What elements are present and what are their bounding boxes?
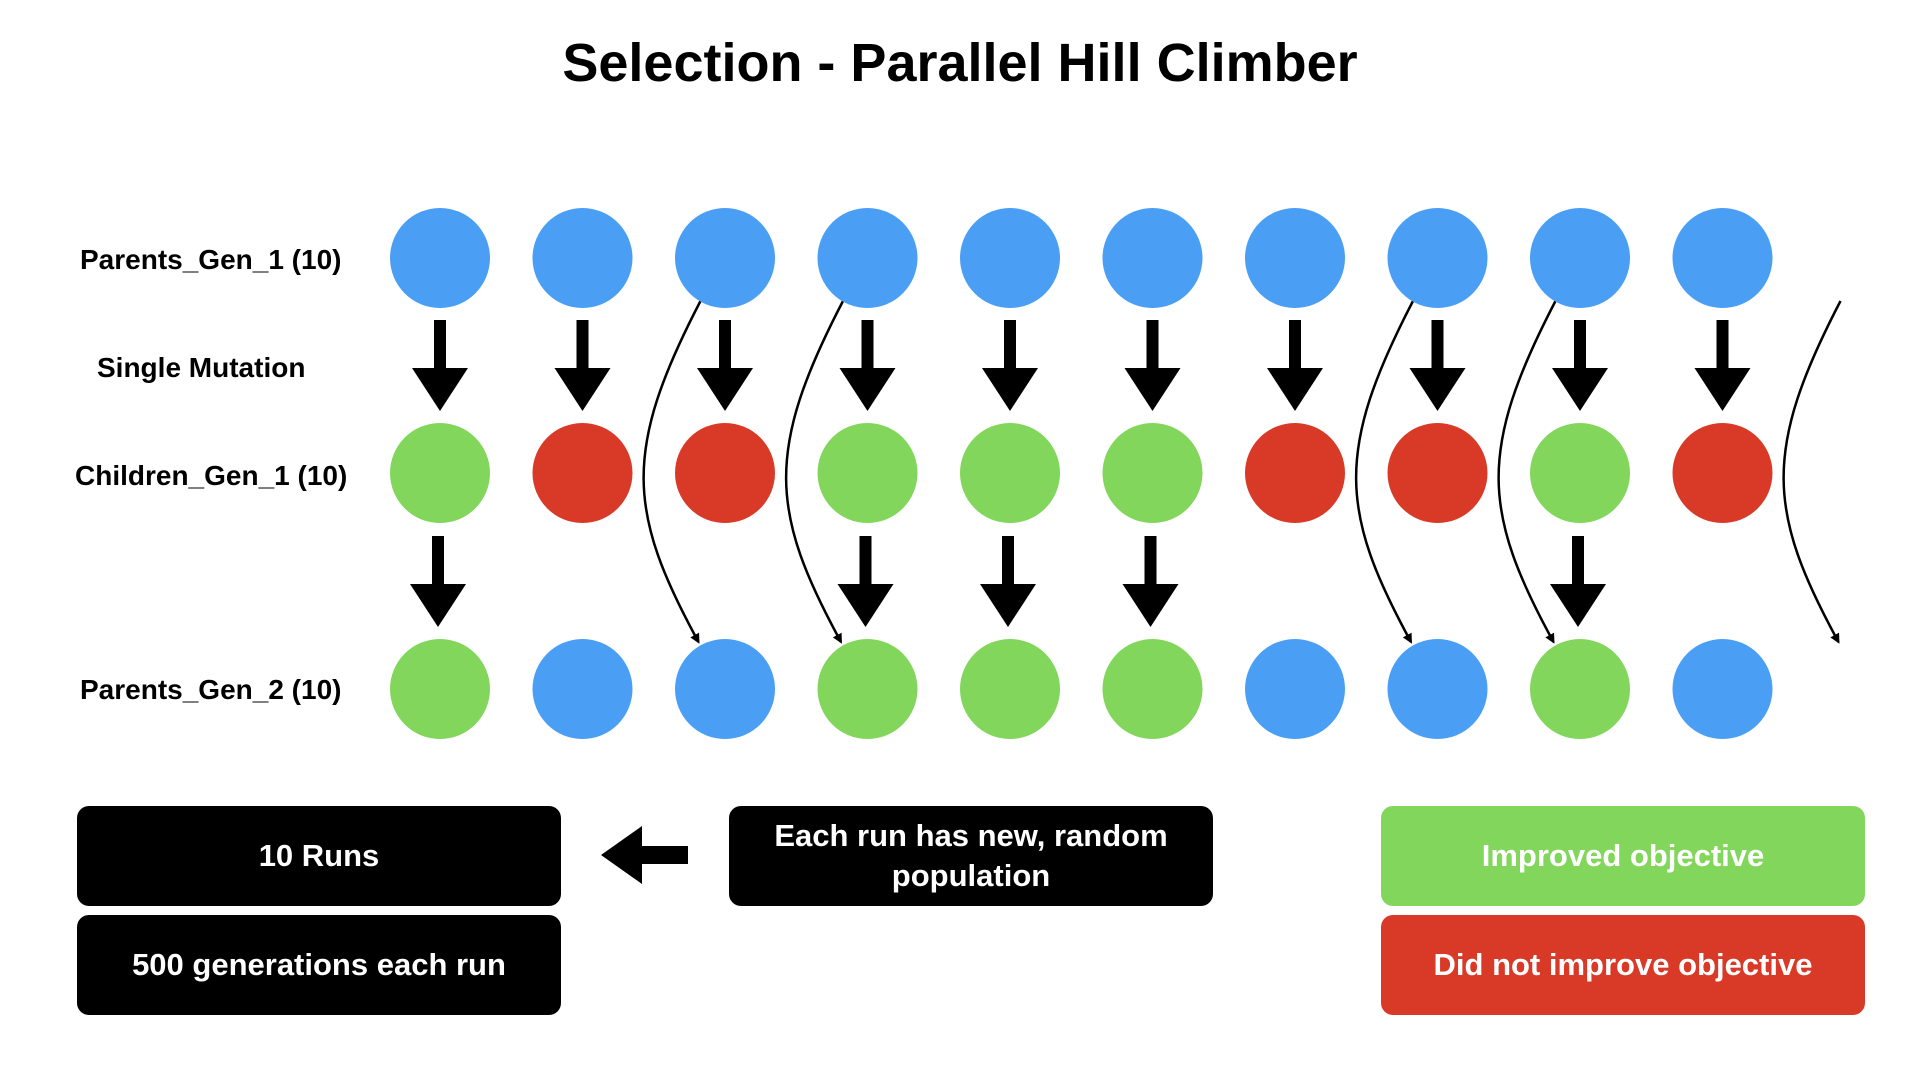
new-population-box: Each run has new, random population bbox=[729, 806, 1213, 906]
parent-gen2-node-8 bbox=[1387, 639, 1488, 739]
mutation-arrow-3 bbox=[697, 320, 753, 411]
selection-arrow-5 bbox=[980, 536, 1036, 627]
parent-gen1-node-10 bbox=[1672, 208, 1773, 308]
parent-carryover-arrow-3 bbox=[642, 300, 702, 644]
parent-gen2-node-5 bbox=[960, 639, 1060, 739]
parent-gen1-node-7 bbox=[1245, 208, 1345, 308]
child-gen1-node-5 bbox=[960, 423, 1060, 523]
child-gen1-node-6 bbox=[1102, 423, 1203, 523]
parent-carryover-arrow-11 bbox=[1782, 300, 1842, 644]
mutation-arrow-8 bbox=[1409, 320, 1466, 411]
parent-gen2-node-6 bbox=[1102, 639, 1203, 739]
child-gen1-node-10 bbox=[1672, 423, 1773, 523]
label-parents-gen-1: Parents_Gen_1 (10) bbox=[80, 244, 342, 275]
parent-gen2-node-4 bbox=[817, 639, 918, 739]
runs-box: 10 Runs bbox=[77, 806, 561, 906]
parent-gen2-node-7 bbox=[1245, 639, 1345, 739]
parent-carryover-arrow-4 bbox=[784, 300, 845, 644]
parent-gen2-node-3 bbox=[675, 639, 775, 739]
parent-carryover-arrow-8 bbox=[1354, 300, 1415, 644]
parent-carryover-arrow-9 bbox=[1497, 300, 1557, 644]
diagram-title: Selection - Parallel Hill Climber bbox=[562, 33, 1358, 93]
generations-box: 500 generations each run bbox=[77, 915, 561, 1015]
child-gen1-node-3 bbox=[675, 423, 775, 523]
parent-gen1-node-1 bbox=[390, 208, 490, 308]
child-gen1-node-4 bbox=[817, 423, 918, 523]
parent-gen2-node-2 bbox=[532, 639, 633, 739]
parent-gen2-node-10 bbox=[1672, 639, 1773, 739]
mutation-arrow-9 bbox=[1552, 320, 1608, 411]
left-arrow-icon bbox=[601, 826, 688, 884]
parent-gen2-node-9 bbox=[1530, 639, 1630, 739]
parent-gen2-node-1 bbox=[390, 639, 490, 739]
mutation-arrow-1 bbox=[412, 320, 468, 411]
parent-gen1-node-3 bbox=[675, 208, 775, 308]
child-gen1-node-7 bbox=[1245, 423, 1345, 523]
legend-improved: Improved objective bbox=[1381, 806, 1865, 906]
child-gen1-node-9 bbox=[1530, 423, 1630, 523]
parent-gen1-node-2 bbox=[532, 208, 633, 308]
selection-arrow-6 bbox=[1122, 536, 1179, 627]
parent-gen1-node-8 bbox=[1387, 208, 1488, 308]
selection-arrow-9 bbox=[1550, 536, 1606, 627]
legend-not-improved: Did not improve objective bbox=[1381, 915, 1865, 1015]
label-children-gen-1: Children_Gen_1 (10) bbox=[75, 460, 348, 491]
mutation-arrow-7 bbox=[1267, 320, 1323, 411]
mutation-arrow-2 bbox=[554, 320, 611, 411]
parent-gen1-node-4 bbox=[817, 208, 918, 308]
mutation-arrow-10 bbox=[1694, 320, 1751, 411]
label-single-mutation: Single Mutation bbox=[97, 352, 306, 383]
mutation-arrow-5 bbox=[982, 320, 1038, 411]
child-gen1-node-1 bbox=[390, 423, 490, 523]
child-gen1-node-2 bbox=[532, 423, 633, 523]
parent-gen1-node-5 bbox=[960, 208, 1060, 308]
child-gen1-node-8 bbox=[1387, 423, 1488, 523]
parent-gen1-node-6 bbox=[1102, 208, 1203, 308]
label-parents-gen-2: Parents_Gen_2 (10) bbox=[80, 674, 342, 705]
parent-gen1-node-9 bbox=[1530, 208, 1630, 308]
mutation-arrow-6 bbox=[1124, 320, 1181, 411]
mutation-arrow-4 bbox=[839, 320, 896, 411]
selection-arrow-1 bbox=[410, 536, 466, 627]
selection-arrow-4 bbox=[837, 536, 894, 627]
